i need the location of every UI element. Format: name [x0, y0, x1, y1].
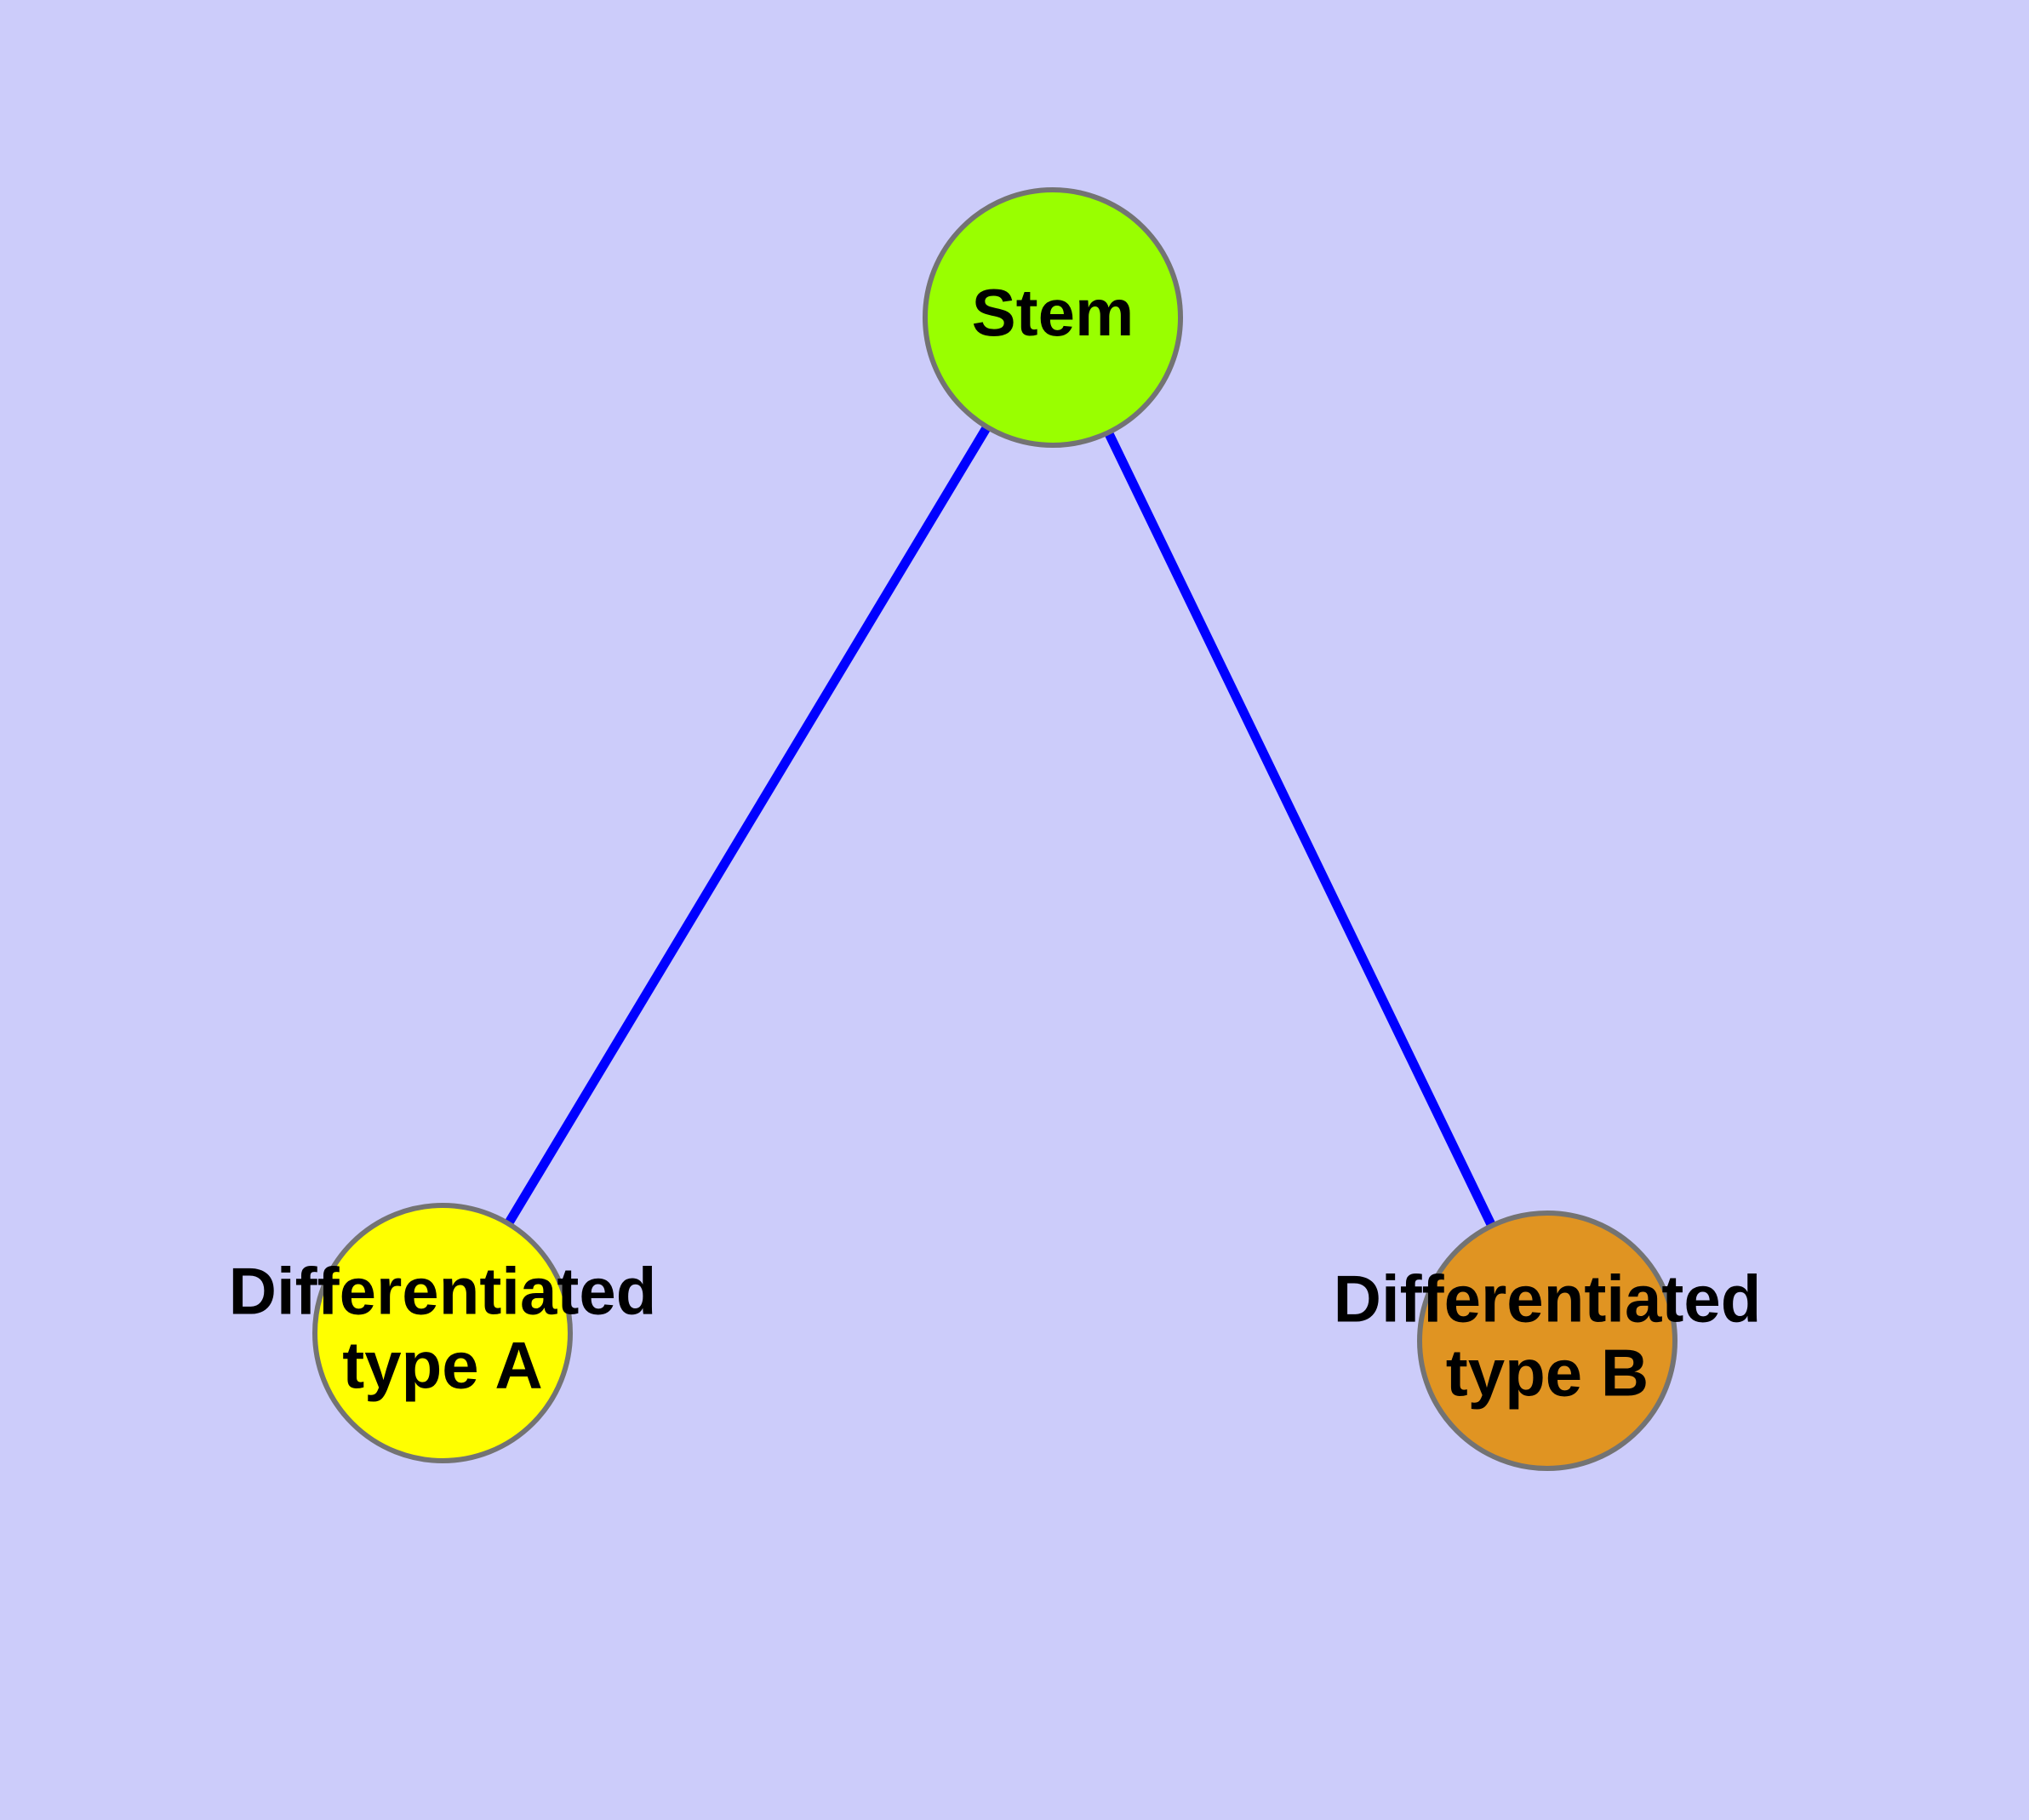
graph-edge-stem-to-b [1100, 424, 1500, 1234]
edges-layer [500, 418, 1500, 1234]
graph-node-label-line: type A [342, 1327, 543, 1402]
graph-node-diff_b[interactable] [1417, 1210, 1677, 1471]
graph-node-stem[interactable] [923, 187, 1183, 448]
graph-node-diff_a[interactable] [312, 1203, 573, 1463]
graph-node-label-line: Differentiated [1334, 1261, 1762, 1336]
graph-node-label-line: Stem [972, 275, 1135, 350]
graph-node-label-line: type B [1446, 1335, 1649, 1410]
graph-edge-stem-to-a [500, 418, 995, 1233]
graph-node-label-line: Differentiated [229, 1253, 657, 1328]
graph-node-label-stem: Stem [972, 275, 1135, 350]
nodes-layer [312, 187, 1677, 1471]
